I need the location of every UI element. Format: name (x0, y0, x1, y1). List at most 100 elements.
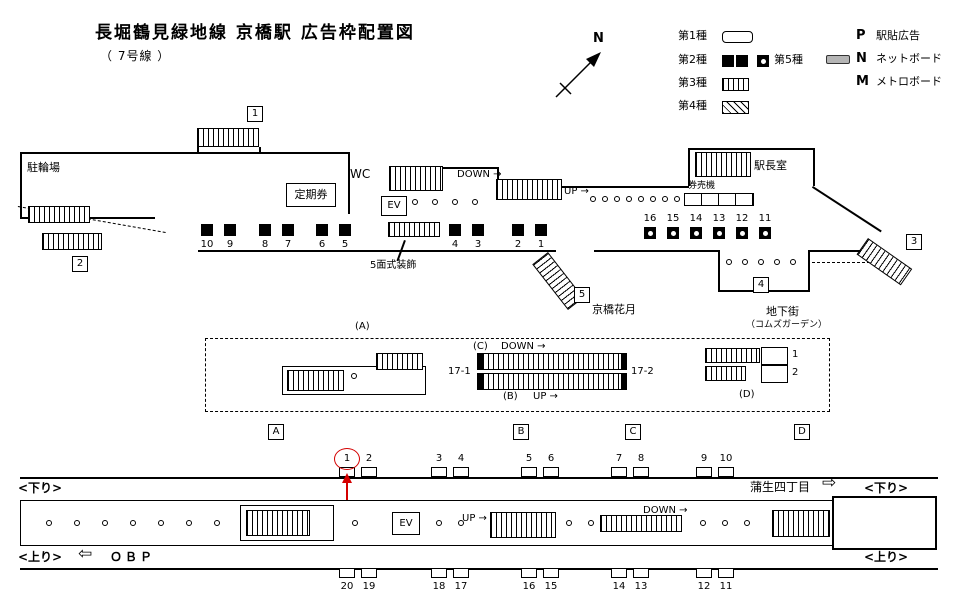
elevator-label: EV (399, 517, 413, 529)
wall (688, 148, 690, 186)
ad-slot-number: 17 (454, 581, 468, 592)
ad-slot-number: 19 (362, 581, 376, 592)
pillar-dot (774, 259, 780, 265)
pillar-dot (742, 259, 748, 265)
ad-board (718, 568, 734, 578)
ad-slot-number: 4 (451, 239, 459, 250)
elevator-label: EV (387, 200, 401, 212)
platform-up-label: UP → (462, 513, 487, 524)
ad-board (633, 568, 649, 578)
underground-mall-label: 地下街 (766, 305, 799, 318)
pillar-dot (102, 520, 108, 526)
ad-slot-number: 12 (697, 581, 711, 592)
stairs (246, 510, 310, 536)
pillar-dot (458, 520, 464, 526)
pillar-dot (626, 196, 632, 202)
ad-board (611, 467, 627, 477)
ad-slot-number: 14 (612, 581, 626, 592)
ad-board (543, 568, 559, 578)
pillar-dot (638, 196, 644, 202)
mall-ad-number-1: 1 (792, 349, 799, 360)
pillar-dot (726, 259, 732, 265)
ad-slot-type5 (759, 227, 771, 239)
track-wall (20, 568, 938, 570)
ad-slot-type5 (690, 227, 702, 239)
pillar-dot (351, 373, 357, 379)
wall (20, 152, 22, 218)
ad-slot-number: 4 (457, 453, 465, 464)
pillar-dot (662, 196, 668, 202)
stairs (705, 366, 746, 381)
mezzanine-down-label: DOWN → (501, 341, 546, 352)
escalator-down (496, 179, 562, 200)
stairs (42, 233, 102, 250)
ad-slot-type2 (259, 224, 271, 236)
legend-type1-label: 第1種 (678, 29, 707, 42)
ad-board (521, 467, 537, 477)
commuter-pass-office-label: 定期券 (294, 187, 328, 201)
ad-slot-number: 8 (261, 239, 269, 250)
stair-box-b: B (513, 424, 529, 440)
ad-board (453, 467, 469, 477)
station-master-office-label: 駅長室 (754, 159, 787, 172)
ad-slot-type5 (736, 227, 748, 239)
ad-slot-number: 7 (615, 453, 623, 464)
bicycle-parking-label: 駐輪場 (27, 161, 60, 174)
ad-slot-number: 6 (547, 453, 555, 464)
compass-arrow-icon (555, 52, 601, 98)
stairway-d-label: (D) (739, 389, 755, 400)
wall (561, 186, 689, 188)
escalator-number-right: 17-2 (631, 366, 654, 377)
wall (442, 167, 498, 169)
exit-marker-5: 5 (574, 287, 590, 303)
kyobashi-kagetsu-label: 京橋花月 (592, 303, 636, 316)
legend-type3-label: 第3種 (678, 76, 707, 89)
pillar-dot (352, 520, 358, 526)
ad-slot-type2 (449, 224, 461, 236)
ad-slot-number: 9 (226, 239, 234, 250)
kudari-label-left: <下り> (18, 481, 63, 495)
exit-marker-2: 2 (72, 256, 88, 272)
ad-board (431, 467, 447, 477)
page-title: 長堀鶴見緑地線 京橋駅 広告枠配置図 (95, 23, 415, 43)
stairs (389, 166, 443, 191)
ad-slot-number: 15 (666, 213, 680, 224)
legend-netboard-icon (826, 55, 850, 64)
ad-board (453, 568, 469, 578)
ad-slot-number: 10 (200, 239, 214, 250)
ad-slot-type2 (201, 224, 213, 236)
legend-p-label: 駅貼広告 (876, 29, 920, 42)
ad-board (361, 568, 377, 578)
ad-slot-number: 2 (514, 239, 522, 250)
underground-mall-sub-label: （コムズガーデン） (746, 320, 828, 330)
ad-slot-number: 5 (525, 453, 533, 464)
wall (20, 152, 350, 154)
wall (808, 250, 880, 252)
pillar-dot (412, 199, 418, 205)
wall (594, 250, 718, 252)
escalator-number-left: 17-1 (448, 366, 471, 377)
escalator-down (600, 515, 682, 532)
ad-slot-type2 (282, 224, 294, 236)
legend-type5-symbol (757, 55, 769, 67)
legend-type3-symbol (722, 78, 749, 91)
page-subtitle: （ 7号線 ） (100, 49, 171, 63)
pillar-dot (186, 520, 192, 526)
ad-board (611, 568, 627, 578)
pillar-dot (674, 196, 680, 202)
gamo-4chome-label: 蒲生四丁目 (750, 480, 811, 494)
ad-slot-number: 2 (365, 453, 373, 464)
stairway-c-label: (C) (473, 341, 488, 352)
ad-slot-number: 13 (712, 213, 726, 224)
wall (718, 250, 720, 290)
stairs (695, 152, 751, 177)
stairs (705, 348, 760, 363)
ad-slot-number: 3 (474, 239, 482, 250)
wc-label: WC (350, 167, 371, 181)
ad-slot-number: 6 (318, 239, 326, 250)
obp-label: ＯＢＰ (110, 550, 156, 564)
mezzanine-up-label: UP → (533, 391, 558, 402)
ad-slot-number: 16 (522, 581, 536, 592)
ad-board (718, 467, 734, 477)
ad-slot-type5 (644, 227, 656, 239)
